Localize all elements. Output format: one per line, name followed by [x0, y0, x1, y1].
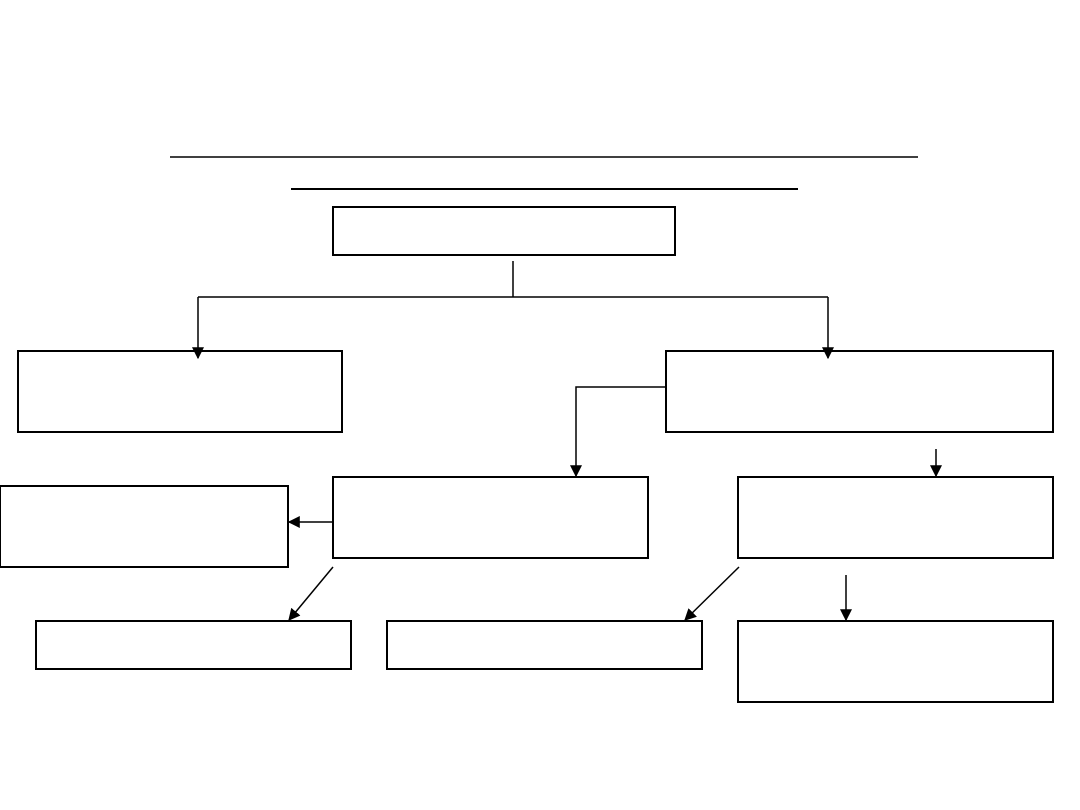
node-left-branch: [17, 350, 343, 433]
node-bottom-middle: [386, 620, 703, 670]
node-root: [332, 206, 676, 256]
node-bottom-right: [737, 620, 1054, 703]
node-right-sub: [737, 476, 1054, 559]
node-far-left: [0, 485, 289, 568]
node-middle: [332, 476, 649, 559]
arrow-middle-to-bottom-left: [288, 566, 334, 621]
node-right-branch: [665, 350, 1054, 433]
node-bottom-left: [35, 620, 352, 670]
arrow-right-sub-to-bottom-middle: [684, 566, 740, 621]
arrow-right-branch-to-middle: [570, 386, 666, 478]
